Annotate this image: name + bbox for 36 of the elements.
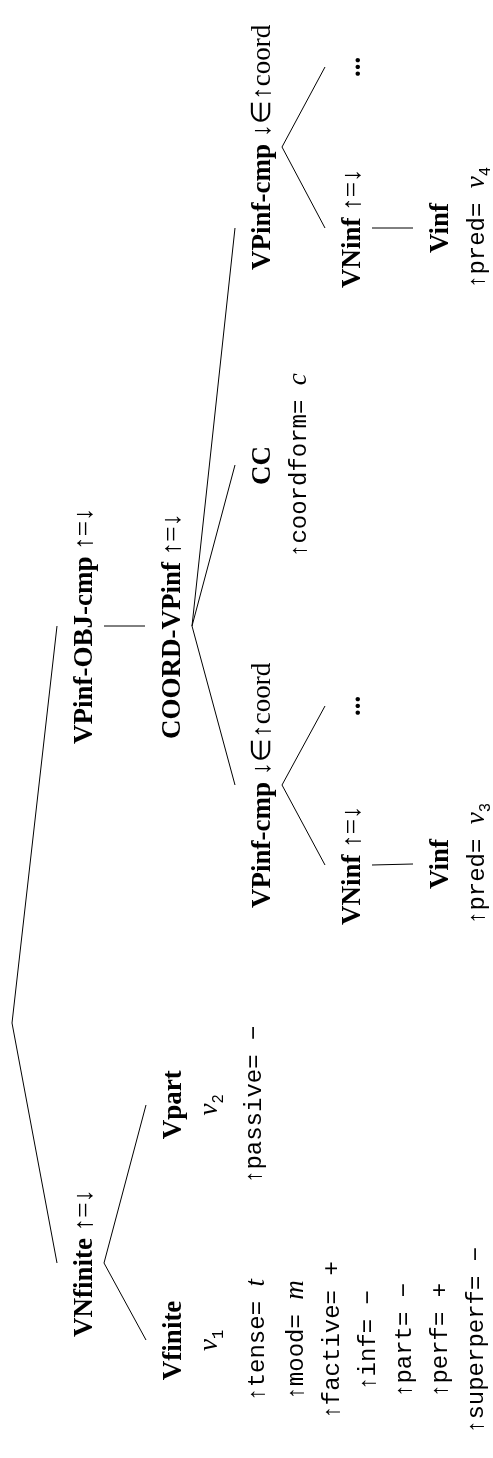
category-label: VNinf ↑=↓ [325,168,372,288]
feature-label: ↑tense= t [238,1277,272,1404]
tree-branch-line [11,625,58,1024]
feature-label: ↑factive= + [317,1259,347,1422]
tree-branch-line [281,146,326,229]
category-label: Vinf [423,837,455,891]
category-label: ... [325,695,372,716]
tree-branch-line [103,1104,147,1264]
tree-branch-line [103,625,146,627]
tree-branch-line [103,1262,147,1341]
tree-branch-line [281,784,326,866]
tree-branch-line [371,227,414,229]
feature-label: ↑perf= + [425,1281,455,1400]
category-label: Vinf [423,201,455,255]
category-label: COORD-VPinf ↑=↓ [145,513,192,739]
category-label: VPinf-OBJ-cmp ↑=↓ [57,507,104,744]
category-label: VNfinite ↑=↓ [57,1189,104,1337]
tree-branch-line [281,705,326,786]
category-label: VPinf-cmp ↓∈↑coord [235,662,282,908]
category-label: VPinf-cmp ↓∈↑coord [235,24,282,270]
category-label: Vpart [156,1069,188,1142]
feature-label: ↑inf= − [353,1288,383,1393]
category-label: Vfinite [156,1299,188,1382]
tree-branch-line [11,1022,58,1264]
feature-label: ↑coordform= c [281,372,314,558]
feature-label: ↑superperf= − [461,1246,491,1434]
tree-branch-line [191,625,236,786]
category-label: VNinf ↑=↓ [325,805,372,925]
category-label: ... [325,56,372,77]
tree-branch-line [191,227,236,627]
category-label: CC [245,444,277,487]
feature-label: ↑passive= − [239,1025,269,1184]
tree-branch-line [371,863,414,866]
tree-branch-line [281,66,326,148]
feature-label: ↑mood= m [277,1278,311,1403]
feature-label: ↑part= − [389,1281,419,1400]
